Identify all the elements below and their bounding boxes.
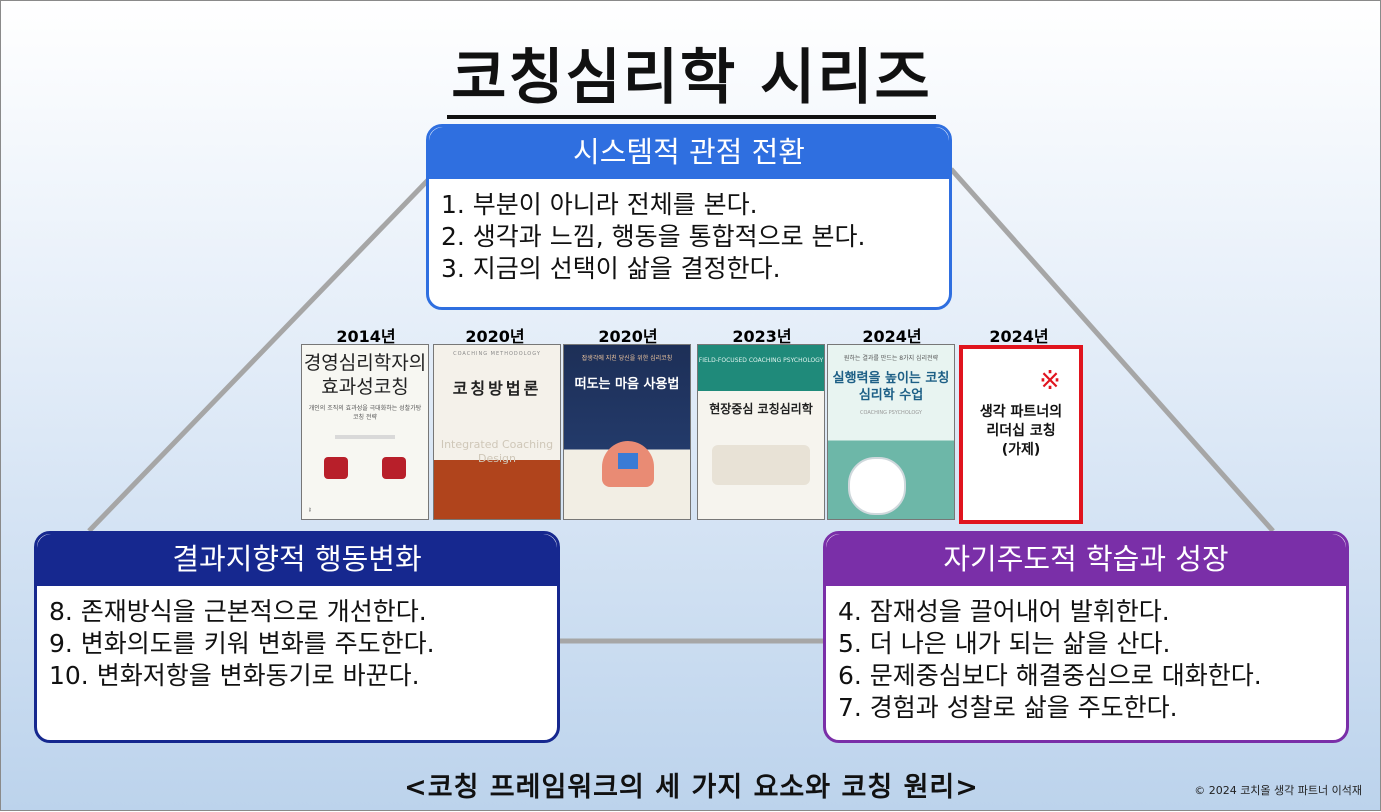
book-cover-top-text: COACHING METHODOLOGY xyxy=(453,351,541,357)
book-cover-upcoming-leadership-coaching: ※ 생각 파트너의 리더십 코칭 (가제) xyxy=(959,345,1083,524)
book-cover-top-text: 원하는 결과를 만드는 8가지 심리전략 xyxy=(843,355,939,362)
page-title: 코칭심리학 시리즈 xyxy=(1,29,1381,119)
book-cover-wandering-mind: 잡생각에 지친 당신을 위한 심리코칭 떠도는 마음 사용법 xyxy=(563,344,691,520)
book-cover-title: 실행력을 높이는 코칭심리학 수업 xyxy=(832,371,950,403)
book-title-line: 생각 파트너의 xyxy=(979,404,1063,420)
connector-line-right xyxy=(949,167,1275,533)
book-cover-coaching-methodology: COACHING METHODOLOGY 코칭방법론 Integrated Co… xyxy=(433,344,561,520)
book-cover-effectiveness-coaching: 경영심리학자의 효과성코칭 개인의 조직의 효과성을 극대화하는 성찰가탕 코칭… xyxy=(301,344,429,520)
principle-item: 3. 지금의 선택이 삶을 결정한다. xyxy=(441,254,781,283)
principle-item: 5. 더 나은 내가 되는 삶을 산다. xyxy=(838,629,1171,658)
book-cover-english-title: Integrated Coaching Design xyxy=(440,438,554,465)
principle-box-systemic: 시스템적 관점 전환 1. 부분이 아니라 전체를 본다. 2. 생각과 느낌,… xyxy=(426,124,952,310)
book-year-label: 2014년 xyxy=(336,327,396,346)
plate-illustration xyxy=(848,457,906,515)
principle-box-header: 결과지향적 행동변화 xyxy=(37,534,557,586)
principle-item: 4. 잠재성을 끌어내어 발휘한다. xyxy=(838,597,1170,626)
book-cover-field-coaching-psychology: FIELD-FOCUSED COACHING PSYCHOLOGY 현장중심 코… xyxy=(697,344,825,520)
meeting-illustration xyxy=(712,445,810,485)
principle-box-header: 자기주도적 학습과 성장 xyxy=(826,534,1346,586)
copyright-notice: © 2024 코치올 생각 파트너 이석재 xyxy=(1194,784,1362,797)
book-year-label: 2023년 xyxy=(732,327,792,346)
book-cover-title: 생각 파트너의 리더십 코칭 (가제) xyxy=(963,403,1079,460)
principle-item: 6. 문제중심보다 해결중심으로 대화한다. xyxy=(838,661,1262,690)
book-cover-subtitle: 개인의 조직의 효과성을 극대화하는 성찰가탕 코칭 전략 xyxy=(308,405,422,421)
principle-item: 1. 부분이 아니라 전체를 본다. xyxy=(441,190,758,219)
figure-caption: <코칭 프레임워크의 세 가지 요소와 코칭 원리> xyxy=(404,772,979,803)
book-year-label: 2024년 xyxy=(989,327,1049,346)
table-illustration xyxy=(335,435,395,439)
book-cover-title: 코칭방법론 xyxy=(452,379,542,398)
book-title-line: (가제) xyxy=(1001,442,1041,458)
book-cover-title: 현장중심 코칭심리학 xyxy=(709,402,813,416)
book-title-line: 리더십 코칭 xyxy=(986,423,1056,439)
page-title-text: 코칭심리학 시리즈 xyxy=(447,43,936,119)
principle-list: 8. 존재방식을 근본적으로 개선한다. 9. 변화의도를 키워 변화를 주도한… xyxy=(37,586,557,702)
book-year-label: 2020년 xyxy=(465,327,525,346)
house-illustration xyxy=(618,453,638,469)
principle-box-behavior-change: 결과지향적 행동변화 8. 존재방식을 근본적으로 개선한다. 9. 변화의도를… xyxy=(34,531,560,743)
chair-illustration xyxy=(324,457,348,479)
principle-box-self-directed-learning: 자기주도적 학습과 성장 4. 잠재성을 끌어내어 발휘한다. 5. 더 나은 … xyxy=(823,531,1349,743)
principle-item: 2. 생각과 느낌, 행동을 통합적으로 본다. xyxy=(441,222,866,251)
book-year-label: 2024년 xyxy=(862,327,922,346)
key-illustration: ⚷ xyxy=(308,507,312,513)
principle-list: 4. 잠재성을 끌어내어 발휘한다. 5. 더 나은 내가 되는 삶을 산다. … xyxy=(826,586,1346,734)
principle-box-header: 시스템적 관점 전환 xyxy=(429,127,949,179)
reference-mark-icon: ※ xyxy=(1039,366,1061,396)
book-cover-title: 떠도는 마음 사용법 xyxy=(574,377,680,392)
book-cover-english-title: COACHING PSYCHOLOGY xyxy=(860,410,922,416)
book-cover-title: 경영심리학자의 효과성코칭 xyxy=(303,352,427,398)
book-cover-coaching-psychology-class: 원하는 결과를 만드는 8가지 심리전략 실행력을 높이는 코칭심리학 수업 C… xyxy=(827,344,955,520)
book-cover-top-text: FIELD-FOCUSED COACHING PSYCHOLOGY xyxy=(698,345,824,391)
book-year-label: 2020년 xyxy=(598,327,658,346)
connector-line-left xyxy=(87,177,431,533)
book-cover-top-text: 잡생각에 지친 당신을 위한 심리코칭 xyxy=(581,355,673,362)
principle-list: 1. 부분이 아니라 전체를 본다. 2. 생각과 느낌, 행동을 통합적으로 … xyxy=(429,179,949,295)
principle-item: 9. 변화의도를 키워 변화를 주도한다. xyxy=(49,629,435,658)
principle-item: 10. 변화저항을 변화동기로 바꾼다. xyxy=(49,661,420,690)
chair-illustration xyxy=(382,457,406,479)
principle-item: 7. 경험과 성찰로 삶을 주도한다. xyxy=(838,693,1178,722)
principle-item: 8. 존재방식을 근본적으로 개선한다. xyxy=(49,597,427,626)
